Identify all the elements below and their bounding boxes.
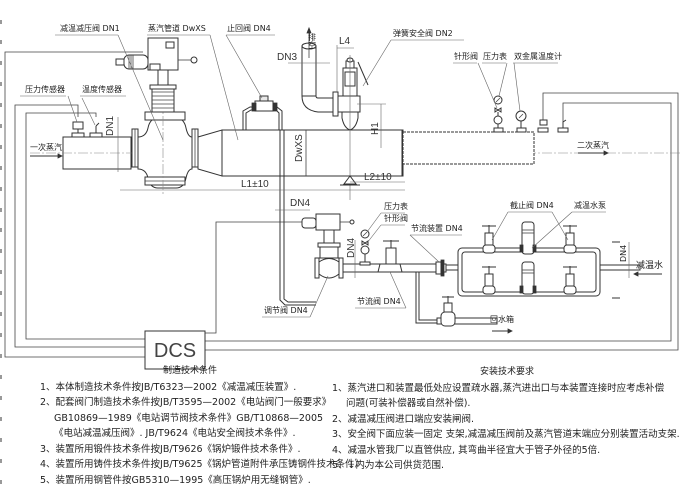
manufacturing-notes: 制造技术条件 1、本体制造技术条件按JB/T6323—2002《减温减压装置》.… xyxy=(40,364,368,488)
dcs-box: DCS xyxy=(144,330,206,370)
primary-steam-arrow xyxy=(30,153,63,159)
pressure-gauge-mid-label: 压力表 xyxy=(384,201,408,211)
secondary-gauges xyxy=(493,95,527,133)
mfg-note-item: GB10869—1989《电站调节阀技术条件》GB/T10868—2005 xyxy=(54,412,324,424)
h1-dimension: H1 xyxy=(357,103,386,148)
dn3-dimension: DN3 xyxy=(277,52,330,64)
dn3-label: DN3 xyxy=(277,52,297,63)
l2-dimension: L2±10 xyxy=(350,172,405,183)
mfg-note-item: 5、装置所用钢管件按GB5310—1995《高压锅炉用无缝钢管》. xyxy=(40,474,311,486)
secondary-steam-label: 二次蒸汽 xyxy=(577,140,609,150)
throttle-device-label: 节流装置 DN4 xyxy=(411,223,463,233)
primary-steam-label: 一次蒸汽 xyxy=(30,142,62,152)
stop-valve-3 xyxy=(482,266,496,295)
mfg-note-item: 4、装置所用铸件技术条件按JB/T9625《锅炉管道附件承压铸钢件技术条件》. xyxy=(40,459,368,470)
install-note-item: 问题(可装补偿器或自然补偿). xyxy=(346,398,471,409)
secondary-steam-arrow xyxy=(578,150,609,156)
safety-valve-label: 弹簧安全阀 DN2 xyxy=(393,28,453,38)
stop-valve-label: 截止阀 DN4 xyxy=(510,200,554,210)
dn4-water-label: DN4 xyxy=(619,245,628,262)
mid-gauges xyxy=(359,229,371,266)
check-valve-bypass xyxy=(242,95,316,306)
l1-label: L1±10 xyxy=(241,179,269,190)
stop-valve-2 xyxy=(563,225,577,254)
stop-valve-1 xyxy=(482,225,496,254)
steam-pipe xyxy=(221,129,404,177)
h1-label: H1 xyxy=(370,122,381,135)
mfg-note-item: 3、装置所用锻件技术条件按JB/T9626《锅炉锻件技术条件》. xyxy=(40,443,301,455)
bimetal-thermometer-label: 双金属温度计 xyxy=(514,51,562,61)
secondary-pipe xyxy=(402,131,535,165)
water-inlet-arrow xyxy=(633,271,662,277)
steam-pipe-label: 蒸汽管道 DwXS xyxy=(148,23,206,33)
dcs-signal-lines xyxy=(4,51,679,358)
exhaust-pipe xyxy=(301,26,334,113)
regulating-valve xyxy=(301,213,355,279)
l4-dimension: L4 xyxy=(336,36,354,92)
return-line xyxy=(415,272,513,334)
install-note-item: 3、安全阀下面应装一固定 支架,减温减压阀前及蒸汽管道末端应分别装置活动支架. xyxy=(332,429,680,440)
main-valve xyxy=(115,37,199,195)
dn1-dimension: DN1 xyxy=(105,116,119,172)
reducer xyxy=(197,129,223,177)
needle-valve-top-label: 针形阀 xyxy=(454,51,478,61)
install-note-item: 2、减温减压阀进口端应安装闸阀. xyxy=(332,413,475,425)
throttle-valve xyxy=(377,240,403,273)
check-valve-label: 止回阀 DN4 xyxy=(227,23,271,33)
install-note-item: 5、↓内为本公司供货范围. xyxy=(332,460,445,471)
mfg-note-item: 《电站减温减压阀》. JB/T9624《电站安全阀技术条件》. xyxy=(54,428,296,439)
temperature-sensor xyxy=(89,122,103,138)
regulating-valve-label: 调节阀 DN4 xyxy=(264,306,308,315)
secondary-sensors xyxy=(537,119,569,133)
fixed-support xyxy=(340,175,360,186)
l2-label: L2±10 xyxy=(364,172,392,183)
installation-notes-title: 安装技术要求 xyxy=(479,367,534,377)
mfg-note-item: 2、配套阀门制造技术条件按JB/T3595—2002《电站阀门一般要求》 xyxy=(40,397,332,408)
temp-sensor-label: 温度传感器 xyxy=(82,84,122,94)
return-tank-label: 回水箱 xyxy=(490,314,514,324)
desuperheating-pump-2 xyxy=(519,261,537,295)
install-note-item: 1、蒸汽进口和装置最低处应设置疏水器,蒸汽进出口与本装置连接时应考虑补偿 xyxy=(332,382,665,394)
exhaust-label: 排空 xyxy=(308,32,317,49)
dwxs-label: DwXS xyxy=(294,134,305,162)
stop-valve-4 xyxy=(563,266,577,295)
dcs-label: DCS xyxy=(154,340,196,362)
desuperheating-water-label: 减温水 xyxy=(636,259,663,271)
pump-manifold xyxy=(445,247,641,297)
l4-label: L4 xyxy=(339,36,351,47)
pressure-gauge-top-label: 压力表 xyxy=(483,51,507,61)
safety-valve xyxy=(332,55,369,200)
dn4-bypass-label: DN4 xyxy=(290,198,310,209)
manufacturing-notes-title: 制造技术条件 xyxy=(162,366,217,376)
install-note-item: 4、减温水管我厂以直管供应, 其弯曲半径宜大于管子外径的5倍. xyxy=(332,444,601,456)
dn1-label: DN1 xyxy=(105,116,116,136)
desuperheating-pump-label: 减温水泵 xyxy=(574,200,606,210)
throttle-valve-label: 节流阀 DN4 xyxy=(357,296,401,306)
dn4-reg-label: DN4 xyxy=(346,238,357,258)
mfg-note-item: 1、本体制造技术条件按JB/T6323—2002《减温减压装置》. xyxy=(40,381,297,393)
needle-valve-mid-label: 针形阀 xyxy=(384,213,408,223)
desuperheating-pump-1 xyxy=(519,221,537,255)
main-valve-label: 减温减压阀 DN1 xyxy=(60,23,120,33)
throttle-device xyxy=(435,259,445,277)
pressure-sensor-label: 压力传感器 xyxy=(25,84,65,94)
pressure-sensor xyxy=(71,121,85,138)
installation-notes: 安装技术要求 1、蒸汽进口和装置最低处应设置疏水器,蒸汽进出口与本装置连接时应考… xyxy=(332,365,682,474)
l1-dimension: L1±10 xyxy=(120,179,405,191)
